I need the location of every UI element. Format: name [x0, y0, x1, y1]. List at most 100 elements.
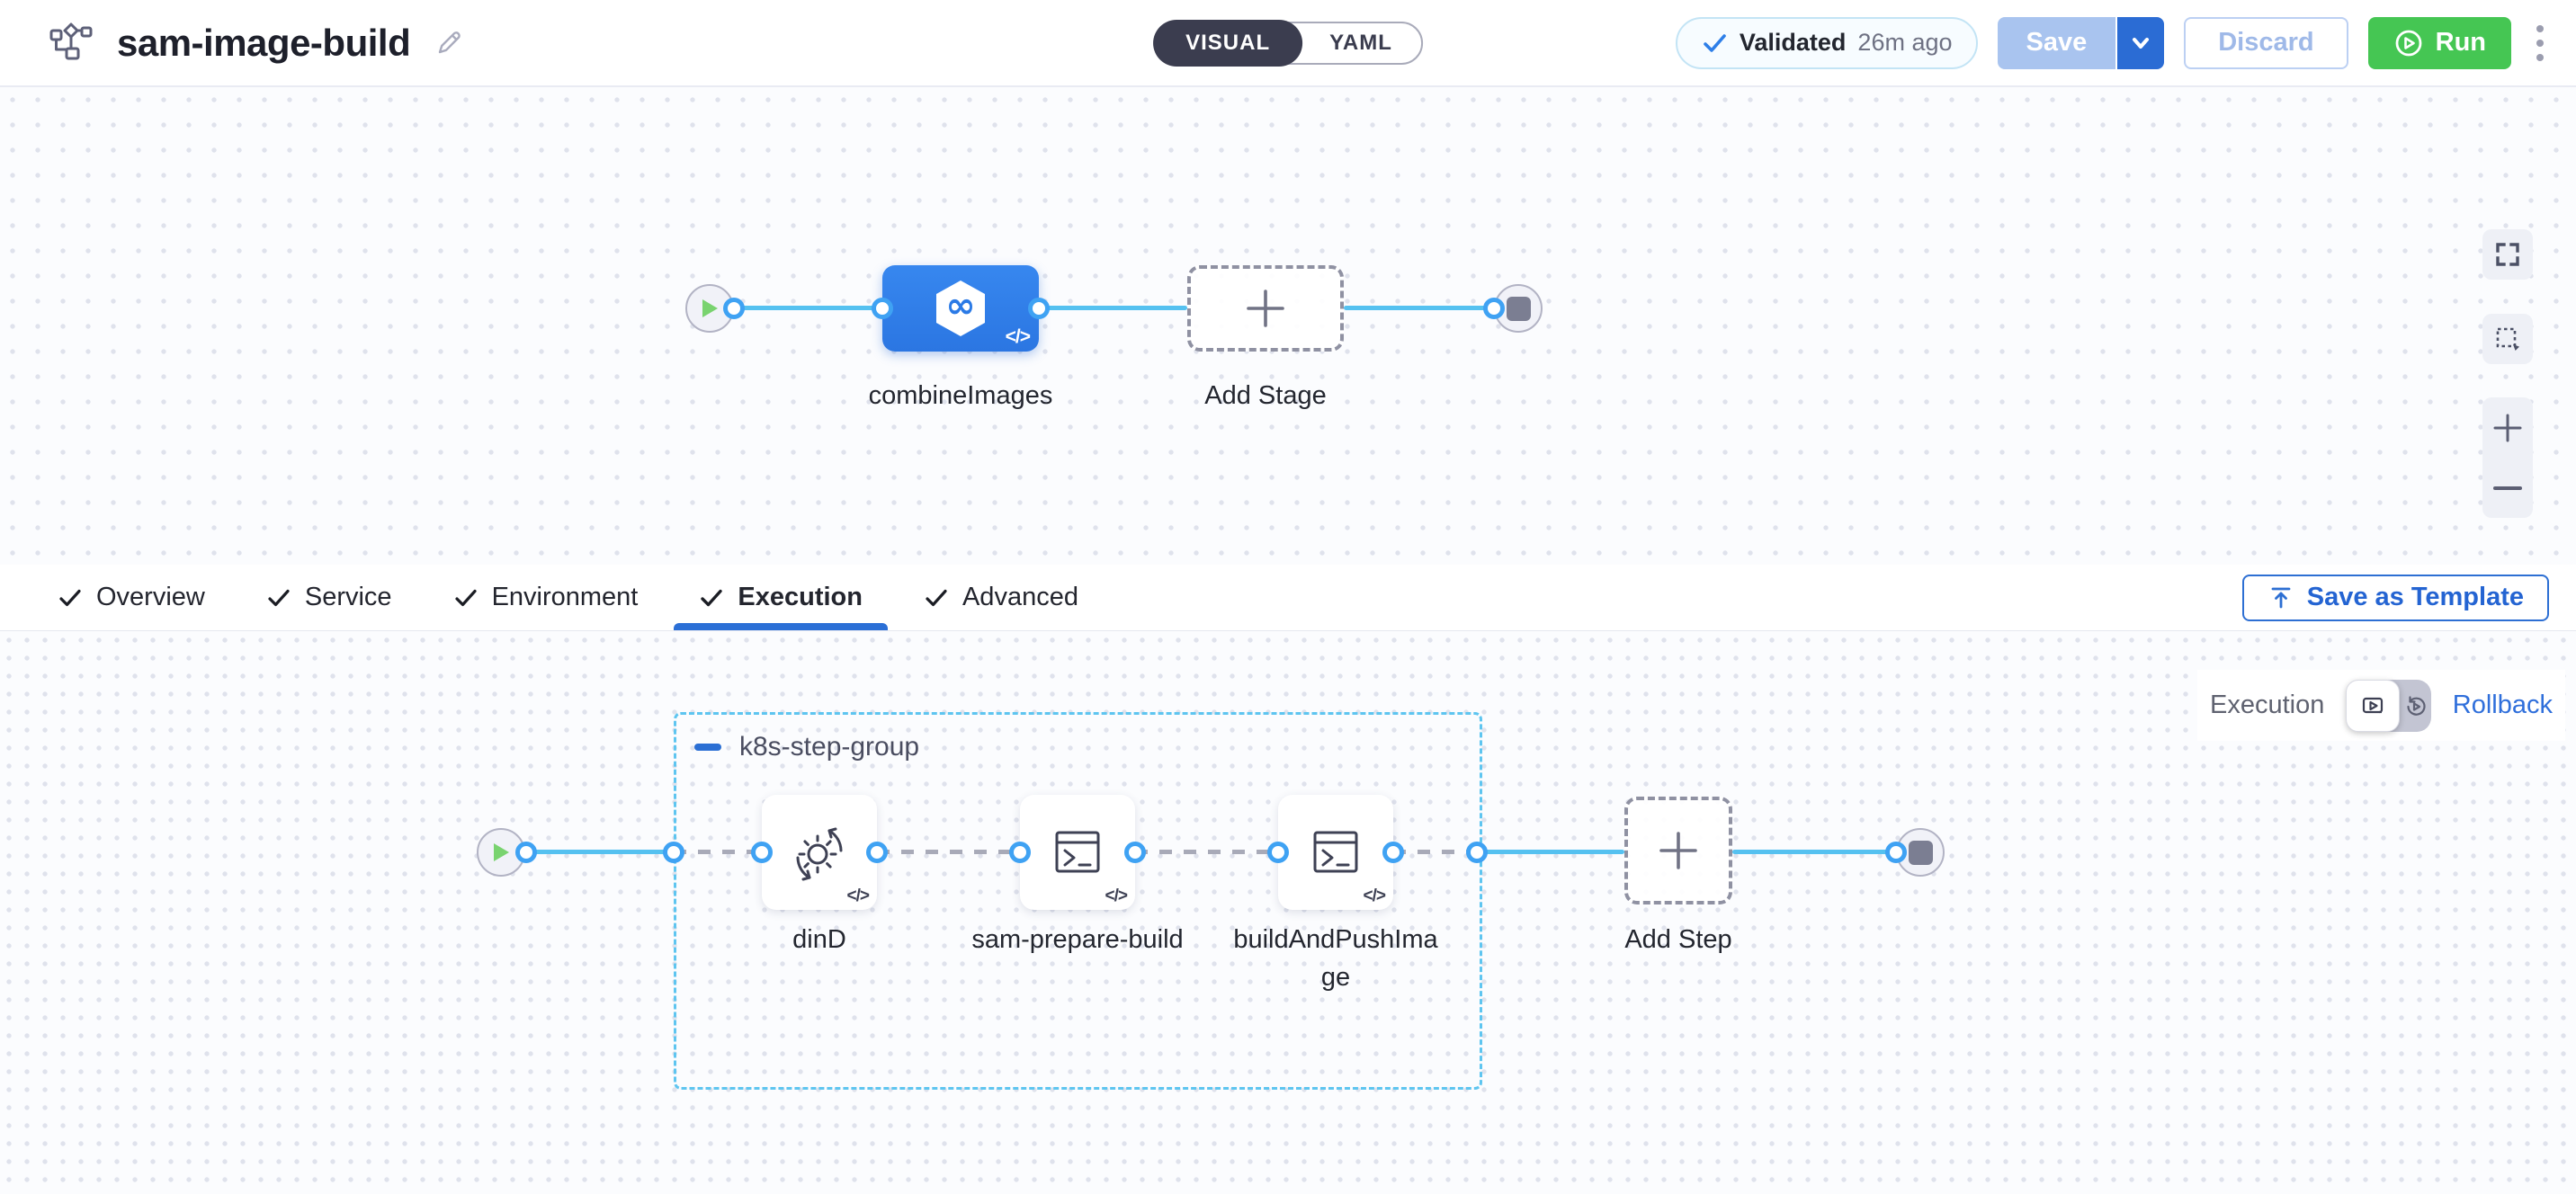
connector-dot[interactable]: [872, 298, 893, 319]
tab-environment[interactable]: Environment: [423, 565, 669, 630]
zoom-controls: [2482, 397, 2533, 518]
add-stage-label: Add Stage: [1204, 381, 1327, 410]
fullscreen-button[interactable]: [2482, 229, 2533, 280]
check-icon: [268, 589, 290, 606]
edit-title-button[interactable]: [434, 28, 464, 58]
connector-dot[interactable]: [1124, 842, 1146, 863]
stage-link-line: [1344, 306, 1494, 310]
save-dropdown-button[interactable]: [2115, 16, 2165, 69]
tab-service[interactable]: Service: [236, 565, 423, 630]
add-stage-button[interactable]: [1187, 265, 1344, 352]
step-link-line: [526, 850, 674, 854]
tab-label: Execution: [738, 583, 863, 611]
connector-dot[interactable]: [723, 298, 745, 319]
connector-dot[interactable]: [515, 842, 537, 863]
step-label: buildAndPushImage: [1233, 925, 1438, 993]
tab-overview[interactable]: Overview: [27, 565, 236, 630]
run-play-icon: [2395, 30, 2422, 56]
step-label: dinD: [792, 925, 846, 954]
save-button[interactable]: Save: [1997, 16, 2116, 69]
plus-icon: [1659, 832, 1697, 869]
step-label: sam-prepare-build: [971, 925, 1184, 954]
step-group-container[interactable]: [674, 712, 1482, 1090]
connector-dot[interactable]: [1885, 842, 1907, 863]
stage-config-tabbar: Overview Service Environment Execution A…: [0, 565, 2576, 631]
run-button[interactable]: Run: [2367, 16, 2511, 69]
save-as-template-label: Save as Template: [2306, 583, 2524, 611]
check-icon: [454, 589, 477, 606]
execution-rollback-panel: Execution: [2197, 670, 2565, 741]
run-label: Run: [2435, 28, 2486, 57]
execution-mode-label: Execution: [2210, 691, 2325, 719]
zoom-in-button[interactable]: [2482, 397, 2533, 458]
check-icon: [1704, 33, 1726, 52]
chevron-down-icon: [2133, 37, 2150, 49]
save-as-template-button[interactable]: Save as Template: [2241, 574, 2549, 621]
pencil-icon: [439, 31, 461, 53]
tab-label: Advanced: [962, 583, 1078, 611]
active-tab-underline: [674, 623, 888, 630]
yaml-toggle-button[interactable]: YAML: [1301, 22, 1421, 65]
fullscreen-icon: [2496, 243, 2519, 266]
validated-badge[interactable]: Validated 26m ago: [1675, 16, 1978, 69]
step-link-dashed: [674, 850, 762, 854]
connector-dot[interactable]: [1466, 842, 1488, 863]
discard-button[interactable]: Discard: [2184, 16, 2348, 69]
play-icon: [702, 299, 718, 317]
collapse-group-button[interactable]: [694, 744, 721, 751]
rollback-icon: [2406, 695, 2426, 716]
add-step-label: Add Step: [1624, 925, 1732, 954]
visual-toggle-button[interactable]: VISUAL: [1153, 19, 1303, 67]
check-icon: [701, 589, 723, 606]
rollback-switch-segment[interactable]: [2400, 680, 2430, 732]
step-group-header: k8s-step-group: [694, 732, 919, 762]
connector-dot[interactable]: [1267, 842, 1289, 863]
connector-dot[interactable]: [663, 842, 684, 863]
zoom-out-button[interactable]: [2482, 458, 2533, 518]
terminal-icon: [1313, 831, 1358, 873]
code-badge-icon: </>: [1363, 887, 1387, 905]
execution-switch-segment[interactable]: [2346, 679, 2401, 732]
step-node-dind[interactable]: </>: [762, 795, 877, 910]
play-icon: [494, 843, 509, 861]
stage-node-combineimages[interactable]: ∞ </>: [882, 265, 1039, 352]
connector-dot[interactable]: [1483, 298, 1505, 319]
selection-icon: [2496, 327, 2519, 351]
connector-dot[interactable]: [1009, 842, 1031, 863]
terminal-icon: [1055, 831, 1100, 873]
svg-text:∞: ∞: [945, 285, 975, 326]
more-options-button[interactable]: [2531, 20, 2549, 67]
selection-mode-button[interactable]: [2482, 314, 2533, 364]
connector-dot[interactable]: [1028, 298, 1050, 319]
zoom-in-icon: [2493, 414, 2522, 441]
stage-label: combineImages: [868, 381, 1053, 410]
tab-execution[interactable]: Execution: [668, 565, 893, 630]
step-node-sam-prepare-build[interactable]: </>: [1020, 795, 1135, 910]
step-node-buildandpushimage[interactable]: </>: [1278, 795, 1393, 910]
stop-icon: [1506, 296, 1531, 321]
step-group-label: k8s-step-group: [739, 732, 920, 762]
tab-label: Service: [304, 583, 392, 611]
check-icon: [59, 589, 81, 606]
stage-canvas[interactable]: ∞ </> combineImages Add Stage: [0, 87, 2576, 565]
connector-dot[interactable]: [1382, 842, 1404, 863]
execution-play-icon: [2363, 697, 2384, 713]
rollback-label: Rollback: [2452, 691, 2553, 719]
stage-link-line: [734, 306, 882, 310]
pipeline-graph-icon: [49, 22, 93, 59]
code-badge-icon: </>: [1005, 326, 1031, 347]
validated-label: Validated: [1739, 29, 1847, 56]
tab-advanced[interactable]: Advanced: [893, 565, 1109, 630]
tab-label: Overview: [96, 583, 205, 611]
save-split-button: Save: [1997, 16, 2165, 69]
connector-dot[interactable]: [751, 842, 773, 863]
step-link-dashed: [1393, 850, 1477, 854]
execution-rollback-switch[interactable]: [2346, 679, 2431, 732]
code-badge-icon: </>: [1105, 887, 1129, 905]
add-step-button[interactable]: [1624, 797, 1732, 904]
check-icon: [926, 589, 947, 606]
execution-canvas[interactable]: Execution: [0, 631, 2576, 1194]
plus-icon: [1247, 290, 1284, 327]
connector-dot[interactable]: [866, 842, 888, 863]
